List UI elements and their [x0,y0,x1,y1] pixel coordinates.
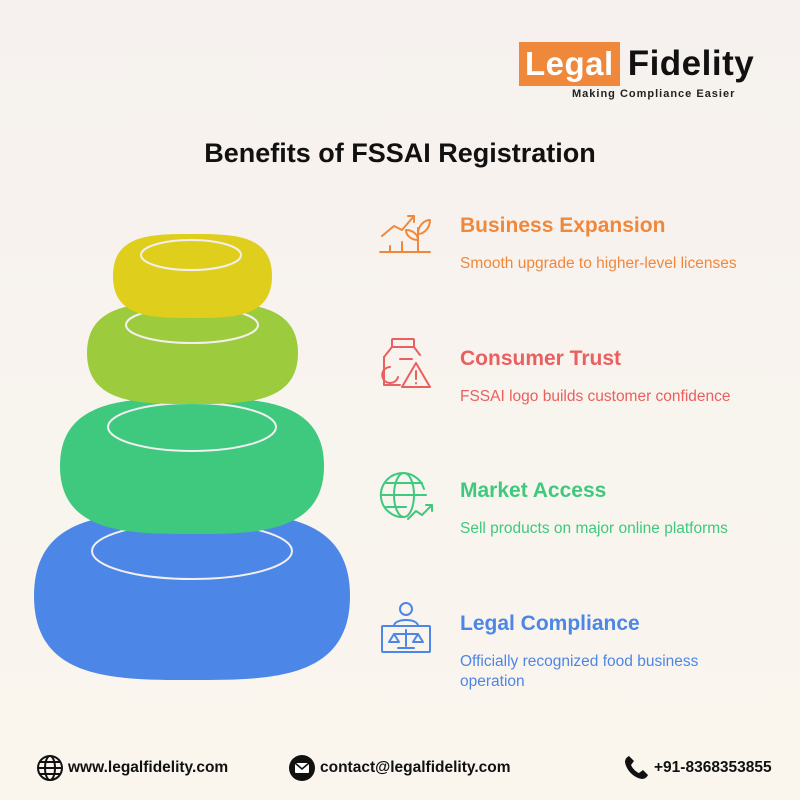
globe-trend-icon [379,472,433,520]
benefit-market-access: Market Access Sell products on major onl… [378,469,778,559]
globe-icon [37,755,63,781]
page-title: Benefits of FSSAI Registration [204,138,596,168]
phone-number[interactable]: +91-8368353855 [654,759,772,776]
benefit-legal-compliance: Legal Compliance Officially recognized f… [378,602,778,692]
email-link[interactable]: contact@legalfidelity.com [320,759,511,776]
benefit-title: Consumer Trust [460,347,622,370]
website-link[interactable]: www.legalfidelity.com [68,759,229,776]
ring-body [60,398,324,534]
logo-tagline: Making Compliance Easier [572,88,736,100]
ring-business-expansion [113,234,272,318]
footer-phone[interactable]: +91-8368353855 [622,753,772,783]
benefit-description: FSSAI logo builds customer confidence [460,388,731,405]
ring-body [87,302,298,404]
ring-hole [140,239,242,271]
benefit-business-expansion: Business Expansion Smooth upgrade to hig… [378,204,778,294]
ring-legal-compliance [34,512,350,680]
person-scales-icon [381,602,431,653]
phone-icon [625,756,648,779]
ring-stack-diagram [34,234,350,680]
benefit-title: Business Expansion [460,214,666,237]
footer-email[interactable]: contact@legalfidelity.com [288,753,511,783]
brand-logo: Legal Fidelity Making Compliance Easier [519,42,775,102]
benefit-description: Officially recognized food business oper… [460,653,699,690]
benefit-title: Market Access [460,479,607,502]
benefit-title: Legal Compliance [460,612,640,635]
benefit-description: Smooth upgrade to higher-level licenses [460,255,737,272]
ring-body [34,512,350,680]
food-jar-warning-icon [381,338,431,388]
benefit-description: Sell products on major online platforms [460,520,728,537]
benefit-consumer-trust: Consumer Trust FSSAI logo builds custome… [378,337,778,427]
email-icon [289,755,315,781]
ring-market-access [60,398,324,534]
ring-body [113,234,272,318]
logo-legal-text: Legal [519,42,620,86]
logo-fidelity-text: Fidelity [627,44,755,83]
growth-plant-icon [379,215,431,253]
footer-website[interactable]: www.legalfidelity.com [36,753,228,783]
